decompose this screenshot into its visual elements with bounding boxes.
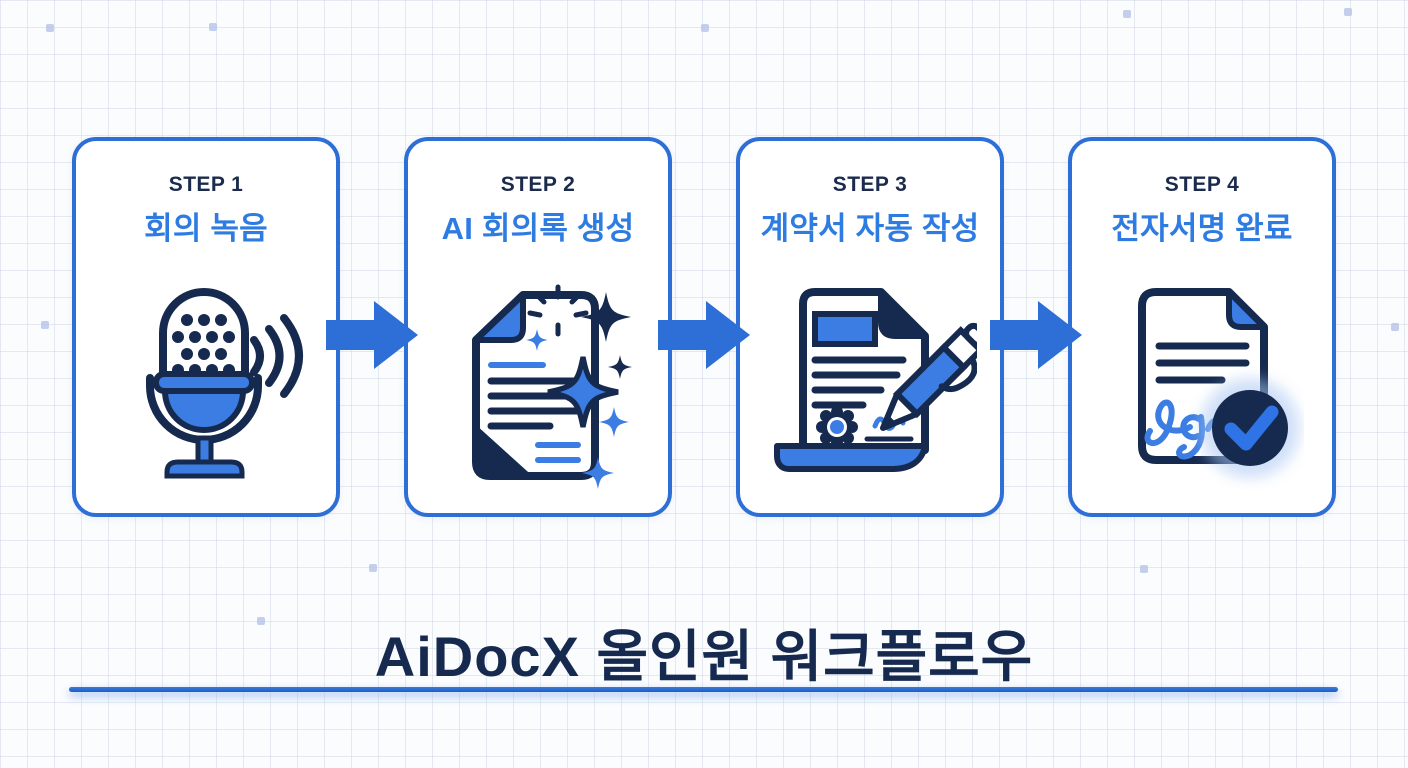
arrow-gap	[326, 137, 418, 517]
grid-dot	[257, 617, 265, 625]
document-ai-sparkles-icon	[472, 284, 632, 489]
step-4-title: 전자서명 완료	[1111, 211, 1293, 246]
step-3-card: STEP 3 계약서 자동 작성	[736, 137, 1004, 517]
grid-dot	[369, 564, 377, 572]
step-3-label: STEP 3	[832, 173, 908, 196]
grid-dot	[209, 23, 217, 31]
grid-dot	[1344, 8, 1352, 16]
step-1-card: STEP 1 회의 녹음	[72, 137, 340, 517]
step-1-title: 회의 녹음	[144, 211, 268, 246]
arrow-right-icon	[658, 301, 750, 369]
grid-dot	[41, 321, 49, 329]
step-4-label: STEP 4	[1164, 173, 1240, 196]
step-4-card: STEP 4 전자서명 완료	[1068, 137, 1336, 517]
step-2-title: AI 회의록 생성	[441, 211, 635, 246]
grid-dot	[1391, 323, 1399, 331]
grid-dot	[1123, 10, 1131, 18]
step-2-label: STEP 2	[500, 173, 576, 196]
step-1-label: STEP 1	[168, 173, 244, 196]
grid-dot	[1140, 565, 1148, 573]
arrow-gap	[658, 137, 750, 517]
grid-dot	[701, 24, 709, 32]
steps-row: STEP 1 회의 녹음	[72, 137, 1336, 517]
contract-pen-icon	[774, 288, 977, 472]
arrow-gap	[990, 137, 1082, 517]
microphone-icon	[146, 288, 303, 479]
grid-dot	[46, 24, 54, 32]
workflow-footer-title: AiDocX 올인원 워크플로우	[374, 625, 1034, 688]
step-3-title: 계약서 자동 작성	[760, 211, 980, 246]
step-2-card: STEP 2 AI 회의록 생성	[404, 137, 672, 517]
footer-underline	[69, 687, 1338, 692]
signed-document-check-icon	[1138, 288, 1300, 478]
arrow-right-icon	[326, 301, 418, 369]
arrow-right-icon	[990, 301, 1082, 369]
